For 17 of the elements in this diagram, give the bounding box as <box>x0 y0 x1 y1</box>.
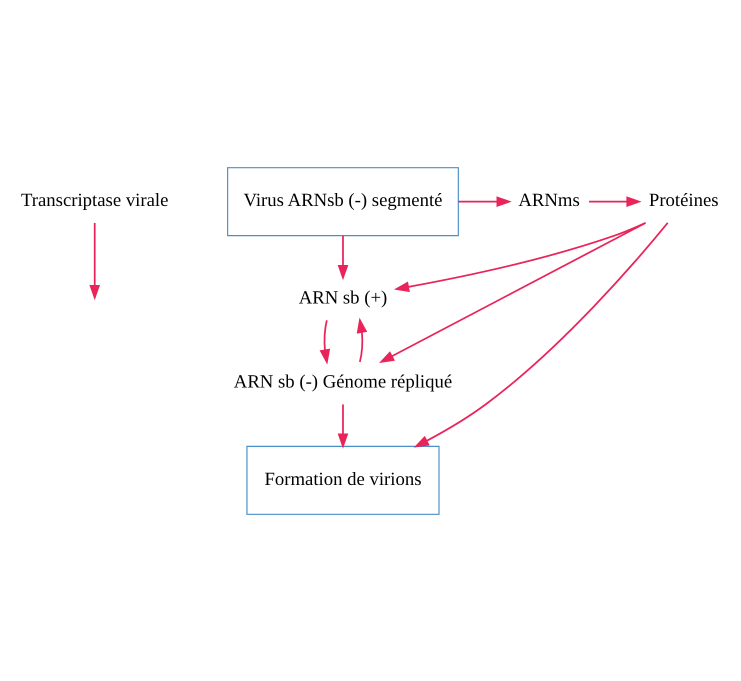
node-box: Virus ARNsb (-) segmenté <box>227 166 459 236</box>
node-text: Protéines <box>648 190 719 211</box>
node-text: Transcriptase virale <box>20 190 168 211</box>
arrow <box>394 222 646 292</box>
node-text: ARN sb (+) <box>298 286 388 308</box>
arrow <box>89 222 100 300</box>
arrow <box>338 404 348 448</box>
node-text: ARNms <box>518 190 580 211</box>
arrow <box>338 236 348 280</box>
node-box: Formation de virions <box>246 445 440 514</box>
arrow <box>458 196 512 206</box>
arrow <box>589 196 642 206</box>
arrow <box>320 320 330 364</box>
node-text: ARN sb (-) Génome répliqué <box>234 371 452 392</box>
arrow <box>414 222 668 448</box>
arrow <box>356 317 368 362</box>
arrow <box>379 222 646 363</box>
